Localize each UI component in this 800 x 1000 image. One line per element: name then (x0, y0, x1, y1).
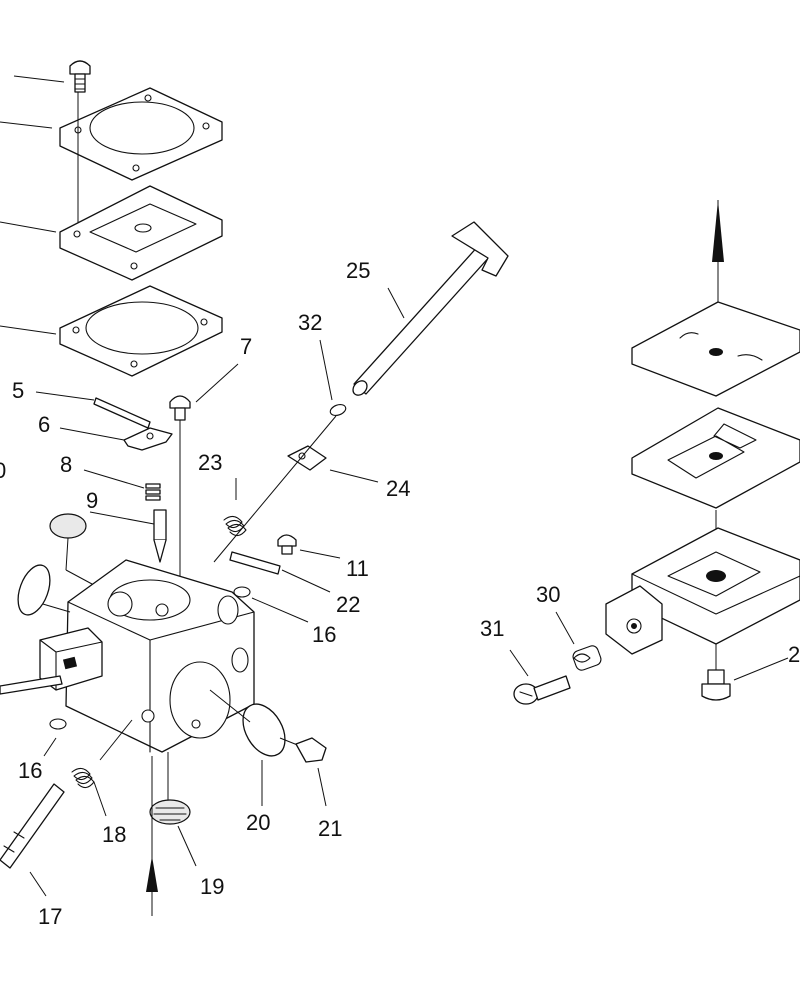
clip-part-16-right (233, 586, 251, 598)
up-arrow-bottom (146, 756, 158, 916)
clip-part-32 (329, 404, 347, 416)
callout-21: 21 (318, 816, 342, 841)
plug-part-10 (49, 513, 87, 539)
screw-part-21 (295, 737, 327, 763)
lever-part-22 (229, 551, 281, 575)
callout-31: 31 (480, 616, 504, 641)
pump-gasket (59, 285, 223, 377)
right-gasket-top (631, 301, 800, 397)
callout-9: 9 (86, 488, 98, 513)
screw-part-7 (169, 395, 191, 421)
fitting-block (605, 585, 663, 655)
pump-diaphragm (59, 185, 223, 281)
cover-screw (69, 60, 91, 93)
pump-cover-plate (59, 87, 223, 181)
callout-16-right: 16 (312, 622, 336, 647)
disc-part-20 (242, 703, 286, 757)
callout-5: 5 (12, 378, 24, 403)
callout-10-partial: 0 (0, 458, 6, 483)
shaft-part-25 (352, 221, 509, 396)
callout-7: 7 (240, 334, 252, 359)
pump-body-right (631, 527, 800, 645)
callout-30: 30 (536, 582, 560, 607)
screw-part-11 (277, 534, 297, 555)
choke-disc (17, 564, 51, 616)
screw-bottom-right (701, 669, 731, 701)
spring-part-18 (71, 767, 95, 789)
callout-24: 24 (386, 476, 410, 501)
lever-part-6 (123, 427, 173, 451)
callout-8: 8 (60, 452, 72, 477)
callout-19: 19 (200, 874, 224, 899)
spring-part-8 (145, 483, 161, 501)
right-gasket-middle (631, 407, 800, 509)
shaft-part-17 (0, 783, 65, 869)
pin-part-5 (93, 397, 151, 429)
choke-lever-block (39, 627, 103, 691)
callout-20: 20 (246, 810, 270, 835)
callout-23: 23 (198, 450, 222, 475)
carburetor-body (65, 559, 255, 753)
callout-22: 22 (336, 592, 360, 617)
filter-screen-19 (149, 799, 191, 825)
screw-part-31 (513, 675, 571, 705)
shaft-stub-left (0, 675, 63, 695)
callout-32: 32 (298, 310, 322, 335)
callout-17: 17 (38, 904, 62, 929)
spring-part-30 (572, 645, 602, 671)
clip-part-16-left (49, 718, 67, 730)
callout-16-left: 16 (18, 758, 42, 783)
callout-2-partial: 2 (788, 642, 800, 667)
spring-part-23 (223, 515, 247, 537)
callout-18: 18 (102, 822, 126, 847)
callout-11: 11 (346, 556, 369, 581)
callout-25: 25 (346, 258, 370, 283)
needle-part-9 (153, 509, 167, 563)
callout-6: 6 (38, 412, 50, 437)
